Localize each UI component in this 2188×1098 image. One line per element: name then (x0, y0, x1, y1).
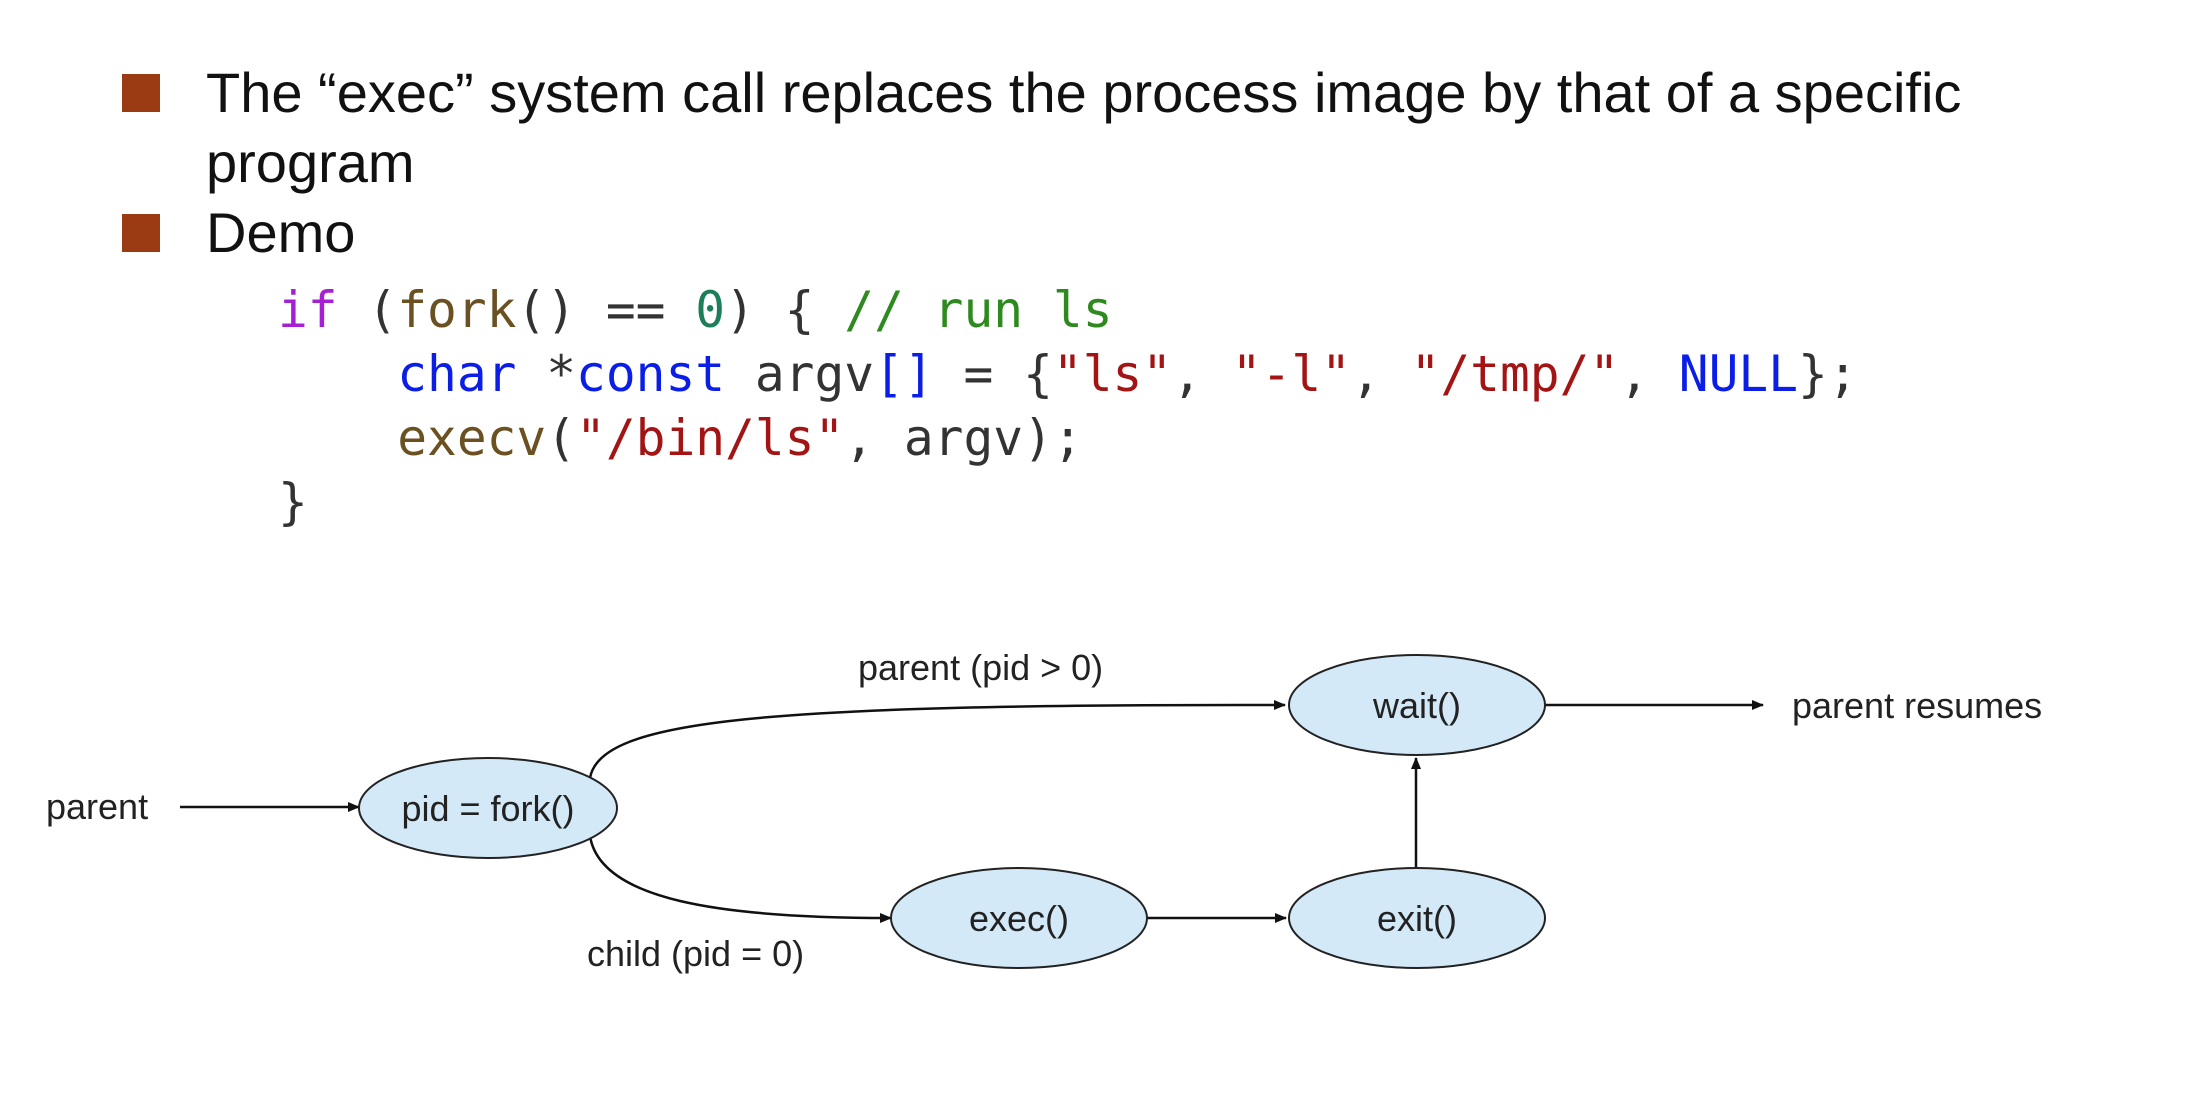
node-exec-label: exec() (969, 898, 1069, 939)
code-token: argv (725, 345, 875, 403)
node-exit-label: exit() (1377, 898, 1457, 939)
node-fork-label: pid = fork() (401, 788, 574, 829)
code-token: "/tmp/" (1410, 345, 1620, 403)
bullet-text-demo: Demo (206, 201, 356, 264)
bullet-item-demo: Demo (122, 198, 2022, 268)
code-token: = { (933, 345, 1053, 403)
code-token: const (576, 345, 726, 403)
code-token: } (278, 473, 308, 531)
label-parent: parent (46, 786, 148, 827)
code-line: execv("/bin/ls", argv); (278, 406, 1858, 470)
code-token: ) { (725, 281, 845, 339)
code-token: "-l" (1231, 345, 1351, 403)
label-parent-resumes: parent resumes (1792, 685, 2042, 726)
code-token: char (397, 345, 517, 403)
code-token: , (1172, 345, 1232, 403)
node-exit (1288, 867, 1546, 969)
bullet-text-exec: The “exec” system call replaces the proc… (206, 61, 1962, 194)
node-wait-label: wait() (1372, 685, 1461, 726)
square-bullet-icon (122, 74, 160, 112)
code-token: ( (546, 409, 577, 467)
code-line: if (fork() == 0) { // run ls (278, 278, 1858, 342)
code-token: * (516, 345, 577, 403)
code-token: 0 (695, 281, 726, 339)
code-token: "/bin/ls" (576, 409, 845, 467)
code-token: () == (516, 281, 696, 339)
node-fork (358, 757, 618, 859)
bullet-item-exec: The “exec” system call replaces the proc… (122, 58, 2022, 198)
code-token: "ls" (1052, 345, 1173, 403)
label-parent-branch: parent (pid > 0) (858, 647, 1103, 688)
code-token: NULL (1678, 345, 1799, 403)
code-token: , (1350, 345, 1411, 403)
code-token: }; (1798, 345, 1858, 403)
edge-fork-to-wait (588, 699, 1286, 779)
code-line: char *const argv[] = {"ls", "-l", "/tmp/… (278, 342, 1858, 406)
edge-fork-to-exec (588, 835, 892, 923)
code-token: execv (397, 409, 547, 467)
code-block: if (fork() == 0) { // run ls char *const… (278, 278, 1858, 534)
node-wait (1288, 654, 1546, 756)
code-token: , (1619, 345, 1679, 403)
code-token: [] (874, 345, 934, 403)
bullet-list: The “exec” system call replaces the proc… (122, 58, 2022, 268)
label-child-branch: child (pid = 0) (587, 933, 804, 974)
code-token: fork (397, 281, 517, 339)
code-token: ( (337, 281, 398, 339)
code-token: // run ls (844, 281, 1113, 339)
code-token: , argv); (844, 409, 1083, 467)
code-line: } (278, 470, 1858, 534)
node-exec (890, 867, 1148, 969)
code-token: if (278, 281, 338, 339)
square-bullet-icon (122, 214, 160, 252)
